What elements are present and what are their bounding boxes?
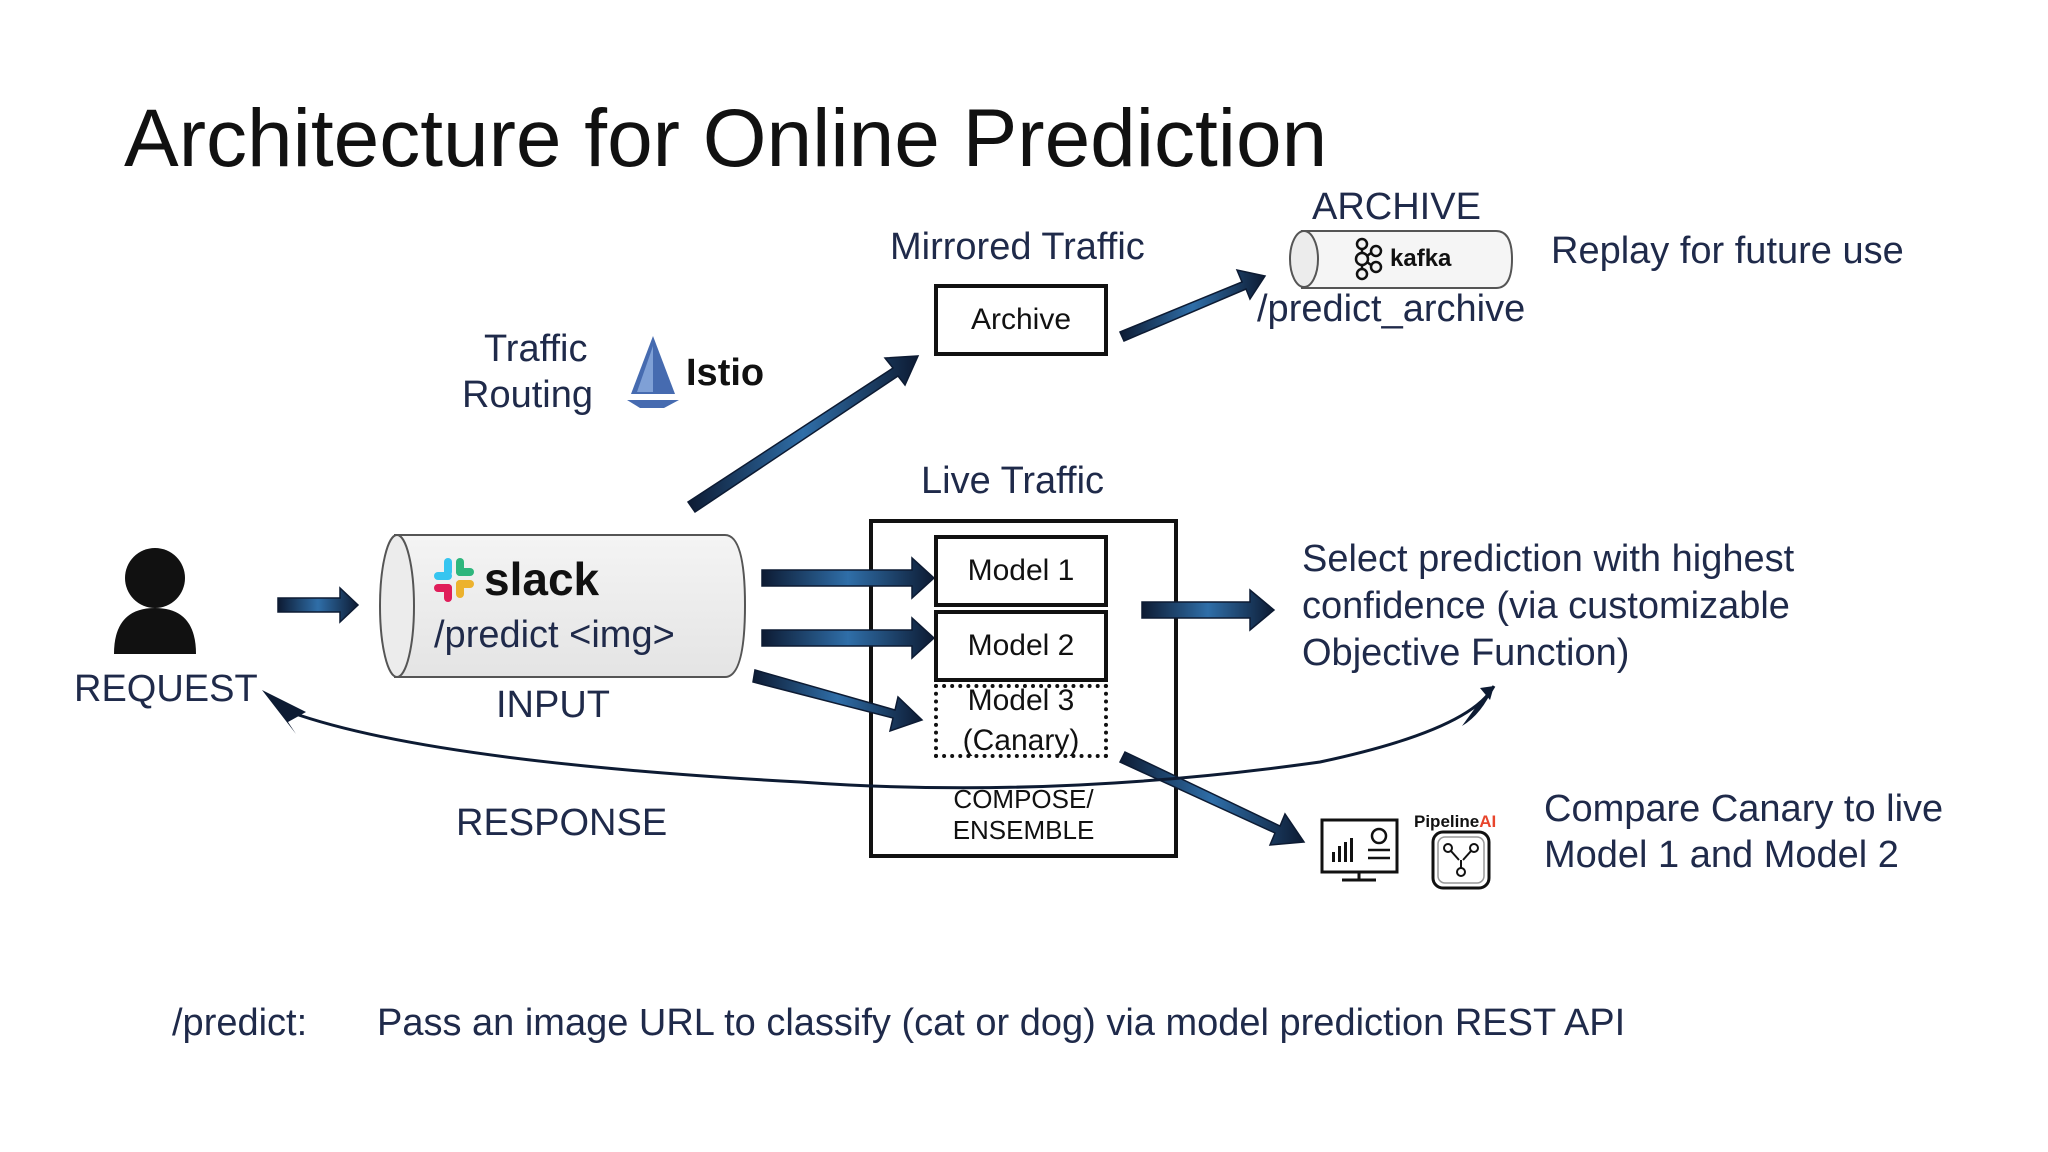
- compare-note: Compare Canary to live Model 1 and Model…: [1544, 786, 1943, 878]
- kafka-brand: kafka: [1390, 245, 1452, 272]
- slack-brand: slack: [484, 553, 600, 605]
- select-note-line-3: Objective Function): [1302, 632, 1630, 674]
- compose-ensemble-box: [869, 519, 1178, 858]
- archive-endpoint: /predict_archive: [1257, 288, 1526, 330]
- arrow-ensemble-to-select: [1141, 588, 1276, 632]
- arrow-routing-to-archive: [686, 355, 920, 514]
- model-2-box: Model 2: [934, 610, 1108, 682]
- archive-box-label: Archive: [970, 303, 1072, 336]
- compose-label: COMPOSE/: [953, 784, 1094, 814]
- person-icon: [114, 548, 196, 654]
- select-prediction-note: Select prediction with highest confidenc…: [1302, 536, 1794, 677]
- request-label: REQUEST: [74, 668, 258, 710]
- archive-label: ARCHIVE: [1312, 186, 1481, 228]
- live-traffic-label: Live Traffic: [921, 460, 1105, 502]
- response-label: RESPONSE: [456, 802, 668, 844]
- pipeline-node-icon: [1431, 830, 1491, 890]
- mirrored-traffic-label: Mirrored Traffic: [890, 226, 1145, 268]
- arrow-request-to-input: [277, 586, 360, 624]
- model-2-label: Model 2: [967, 629, 1075, 662]
- compare-note-line-2: Model 1 and Model 2: [1544, 834, 1899, 876]
- istio-sail-icon: [627, 336, 679, 408]
- istio-brand: Istio: [686, 352, 765, 394]
- arrow-canary-to-compare: [1118, 751, 1306, 846]
- slack-logo-icon: [434, 558, 474, 602]
- traffic-routing-label-2: Routing: [462, 374, 593, 416]
- page-title: Architecture for Online Prediction: [124, 93, 1328, 184]
- input-endpoint: /predict <img>: [434, 614, 675, 656]
- kafka-logo-icon: [1354, 237, 1383, 281]
- arrow-input-to-canary: [752, 669, 924, 733]
- response-curve-arrow: [262, 685, 1496, 790]
- pipelineai-brand-suffix: AI: [1479, 812, 1497, 831]
- ensemble-label: ENSEMBLE: [952, 815, 1095, 845]
- compose-ensemble-label: COMPOSE/ ENSEMBLE: [871, 784, 1176, 846]
- input-label: INPUT: [496, 684, 610, 726]
- footer-text: Pass an image URL to classify (cat or do…: [377, 1002, 1626, 1044]
- input-cylinder: [379, 534, 747, 678]
- select-note-line-1: Select prediction with highest: [1302, 538, 1795, 580]
- traffic-routing-label-1: Traffic: [484, 328, 588, 370]
- model-1-box: Model 1: [934, 535, 1108, 607]
- model-3-canary-box: Model 3 (Canary): [934, 684, 1108, 758]
- arrow-archive-to-kafka: [1119, 268, 1267, 342]
- archive-box: Archive: [934, 284, 1108, 356]
- model-1-label: Model 1: [967, 554, 1075, 587]
- arrow-input-to-model1: [761, 556, 936, 600]
- pipelineai-brand-prefix: Pipeline: [1414, 812, 1480, 831]
- footer-key: /predict:: [172, 1002, 308, 1044]
- canary-label: (Canary): [962, 724, 1080, 757]
- monitor-dashboard-icon: [1320, 818, 1399, 882]
- pipelineai-brand: PipelineAI: [1414, 812, 1496, 832]
- kafka-cylinder: [1289, 230, 1514, 289]
- replay-note: Replay for future use: [1551, 230, 1904, 272]
- arrow-input-to-model2: [761, 616, 936, 660]
- compare-note-line-1: Compare Canary to live: [1544, 788, 1944, 830]
- model-3-label: Model 3: [967, 684, 1075, 717]
- select-note-line-2: confidence (via customizable: [1302, 585, 1790, 627]
